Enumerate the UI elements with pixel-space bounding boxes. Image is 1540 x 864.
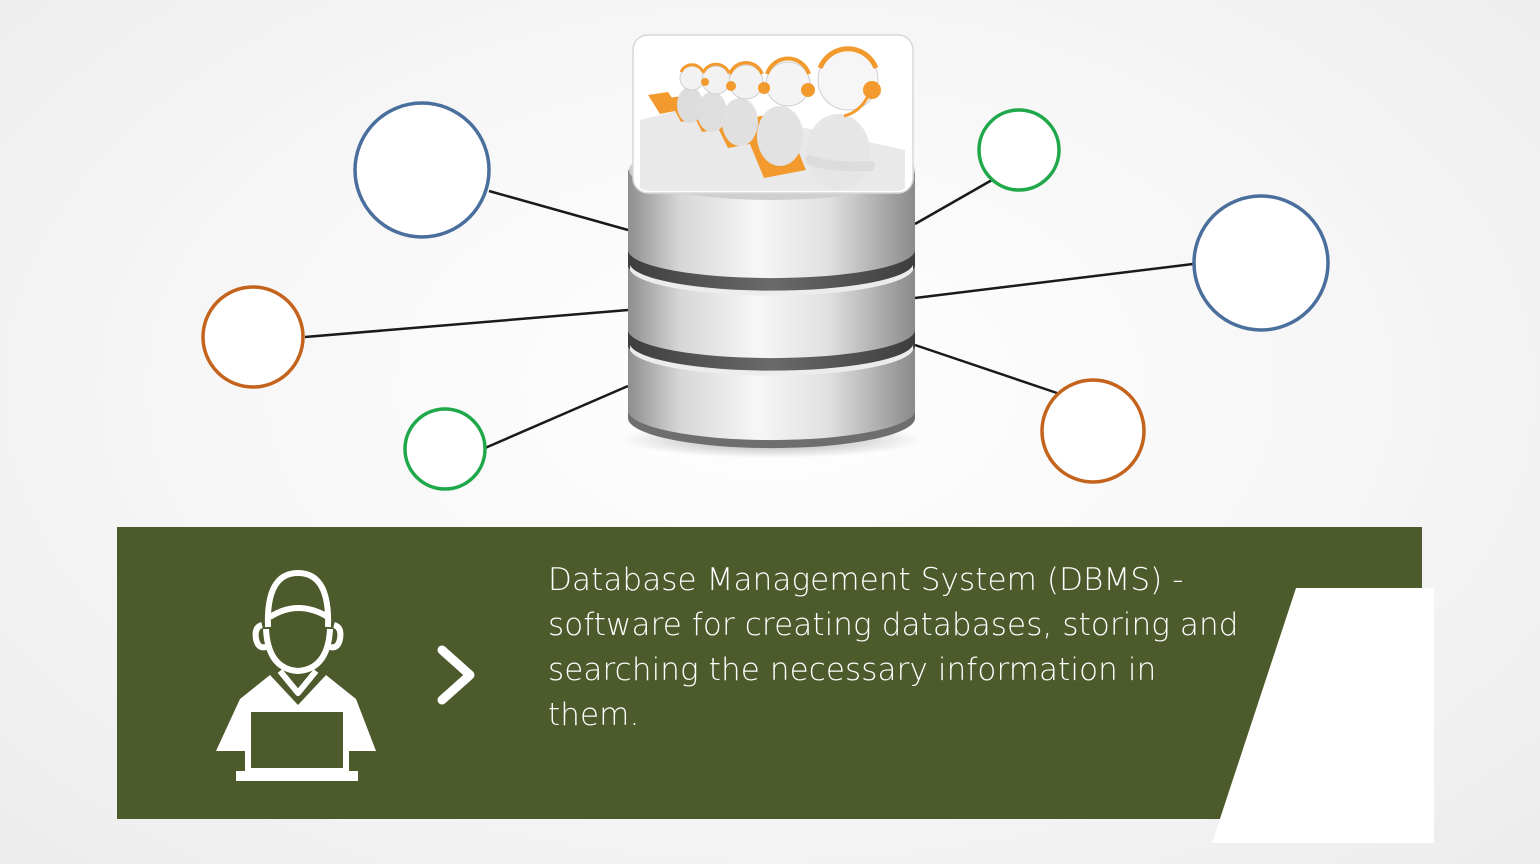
connector-bottom-left bbox=[484, 384, 629, 450]
dbms-definition-text: Database Management System (DBMS) - soft… bbox=[548, 562, 1239, 733]
call-center-operators-image bbox=[632, 34, 914, 194]
operator-figures bbox=[648, 46, 881, 190]
connector-top-right bbox=[914, 178, 993, 226]
connector-mid-left bbox=[304, 308, 629, 339]
node-green-top-right bbox=[977, 108, 1061, 192]
node-orange-left bbox=[201, 285, 305, 389]
connector-mid-right bbox=[914, 262, 1194, 300]
user-with-laptop-icon bbox=[216, 570, 376, 781]
connectors bbox=[304, 178, 1194, 450]
diagram-nodes bbox=[201, 101, 1330, 491]
node-orange-bottom-right bbox=[1040, 378, 1146, 484]
chevron-right-icon bbox=[437, 645, 475, 705]
node-blue-right bbox=[1192, 194, 1330, 332]
connector-top-left bbox=[488, 189, 629, 232]
node-green-bottom-left bbox=[403, 407, 487, 491]
node-blue-top-left bbox=[353, 101, 491, 239]
connector-bottom-right bbox=[914, 343, 1058, 395]
